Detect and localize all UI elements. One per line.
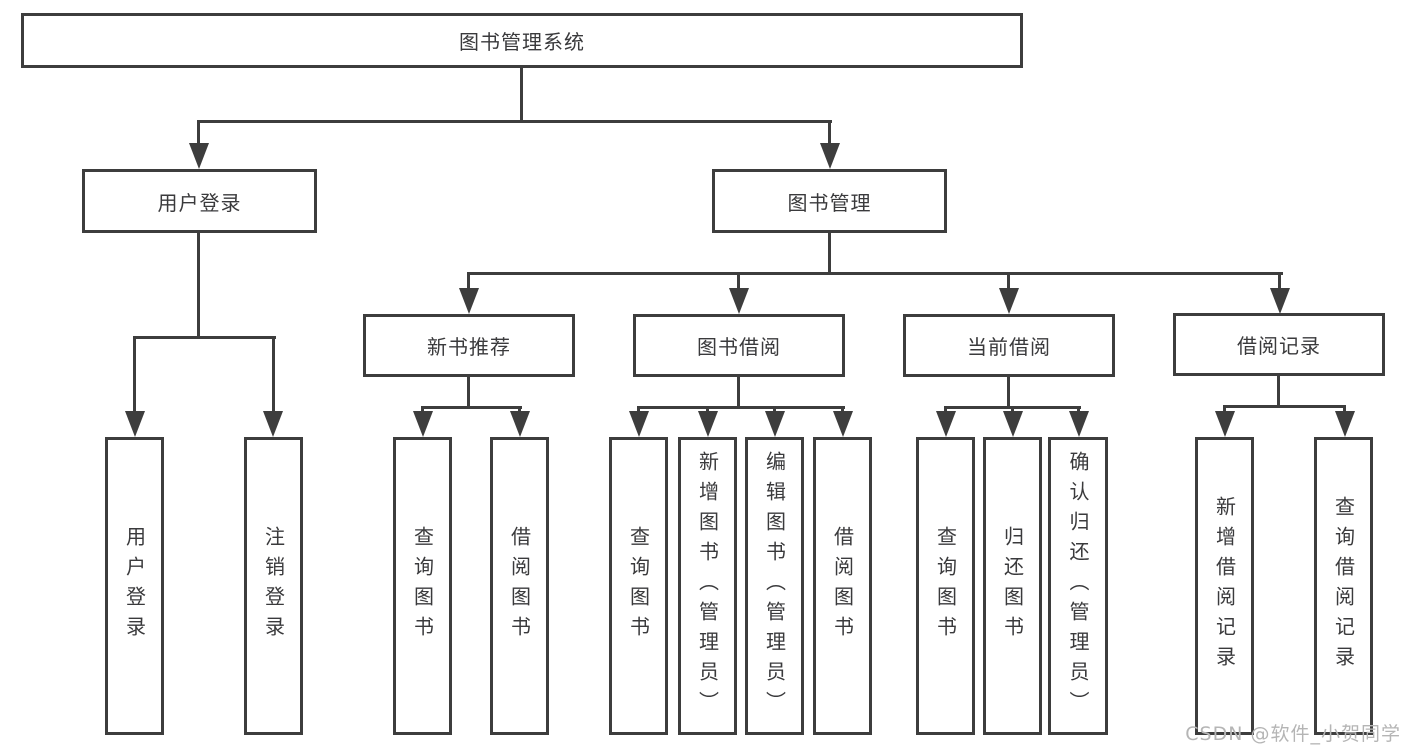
- connector-drop-leaf: [1011, 406, 1014, 414]
- node-book-borrowing: 图书借阅: [633, 314, 845, 377]
- connector-drop-leaf: [637, 406, 640, 414]
- arrow-down-icon: [510, 411, 530, 437]
- arrow-down-icon: [413, 411, 433, 437]
- arrow-down-icon: [125, 411, 145, 437]
- arrow-down-icon: [936, 411, 956, 437]
- connector-drop-leaf: [706, 406, 709, 414]
- arrow-down-icon: [1270, 288, 1290, 314]
- connector-stem-book-management: [828, 233, 831, 275]
- connector-drop-leaf: [944, 406, 947, 414]
- connector-drop-level3: [1007, 272, 1010, 290]
- leaf-query-book-borrowing: 查询图书: [609, 437, 668, 735]
- leaf-borrow-book-borrowing: 借阅图书: [813, 437, 872, 735]
- connector-stem-new-book-recommend: [467, 377, 470, 409]
- arrow-down-icon: [833, 411, 853, 437]
- connector-drop-leaf: [1223, 405, 1226, 414]
- connector-drop-level3: [1278, 272, 1281, 290]
- leaf-borrow-book-newrec: 借阅图书: [490, 437, 549, 735]
- connector-bar-book-borrowing: [637, 406, 845, 409]
- leaf-user-login: 用户登录: [105, 437, 164, 735]
- arrow-down-icon: [1335, 411, 1355, 437]
- leaf-query-borrow-record: 查询借阅记录: [1314, 437, 1373, 735]
- arrow-down-icon: [999, 288, 1019, 314]
- leaf-confirm-return-admin: 确认归还（管理员）: [1048, 437, 1108, 735]
- watermark: CSDN @软件_小贺同学: [1185, 723, 1401, 745]
- node-user-login: 用户登录: [82, 169, 317, 233]
- arrow-down-icon: [189, 143, 209, 169]
- arrow-down-icon: [1069, 411, 1089, 437]
- leaf-edit-book-admin: 编辑图书（管理员）: [745, 437, 804, 735]
- connector-stem-book-borrowing: [737, 377, 740, 409]
- arrow-down-icon: [765, 411, 785, 437]
- connector-drop-user-login: [197, 120, 200, 146]
- connector-stem-borrowing-records: [1277, 376, 1280, 408]
- connector-drop-level3: [737, 272, 740, 290]
- connector-bar-level1: [197, 120, 832, 123]
- node-book-management: 图书管理: [712, 169, 947, 233]
- arrow-down-icon: [698, 411, 718, 437]
- leaf-query-book-current: 查询图书: [916, 437, 975, 735]
- node-borrowing-records: 借阅记录: [1173, 313, 1385, 376]
- connector-drop-leaf: [518, 406, 521, 414]
- arrow-down-icon: [729, 288, 749, 314]
- leaf-query-book-newrec: 查询图书: [393, 437, 452, 735]
- connector-drop-leaf: [133, 336, 136, 413]
- connector-drop-level3: [467, 272, 470, 290]
- arrow-down-icon: [629, 411, 649, 437]
- connector-drop-book-management: [828, 120, 831, 146]
- connector-drop-leaf: [773, 406, 776, 414]
- connector-stem-root: [520, 68, 523, 123]
- arrow-down-icon: [263, 411, 283, 437]
- connector-bar-new-book-recommend: [421, 406, 522, 409]
- leaf-add-book-admin: 新增图书（管理员）: [678, 437, 737, 735]
- arrow-down-icon: [1003, 411, 1023, 437]
- arrow-down-icon: [1215, 411, 1235, 437]
- connector-bar-user-login: [133, 336, 276, 339]
- connector-bar-borrowing-records: [1223, 405, 1346, 408]
- leaf-add-borrow-record: 新增借阅记录: [1195, 437, 1254, 735]
- arrow-down-icon: [820, 143, 840, 169]
- node-root: 图书管理系统: [21, 13, 1023, 68]
- node-current-borrowing: 当前借阅: [903, 314, 1115, 377]
- node-new-book-recommend: 新书推荐: [363, 314, 575, 377]
- connector-bar-level3: [467, 272, 1283, 275]
- connector-drop-leaf: [272, 336, 275, 413]
- leaf-return-book: 归还图书: [983, 437, 1042, 735]
- connector-drop-leaf: [1077, 406, 1080, 414]
- leaf-logout: 注销登录: [244, 437, 303, 735]
- connector-drop-leaf: [1343, 405, 1346, 414]
- arrow-down-icon: [459, 288, 479, 314]
- connector-stem-user-login: [197, 233, 200, 339]
- connector-stem-current-borrowing: [1007, 377, 1010, 409]
- connector-drop-leaf: [421, 406, 424, 414]
- connector-drop-leaf: [841, 406, 844, 414]
